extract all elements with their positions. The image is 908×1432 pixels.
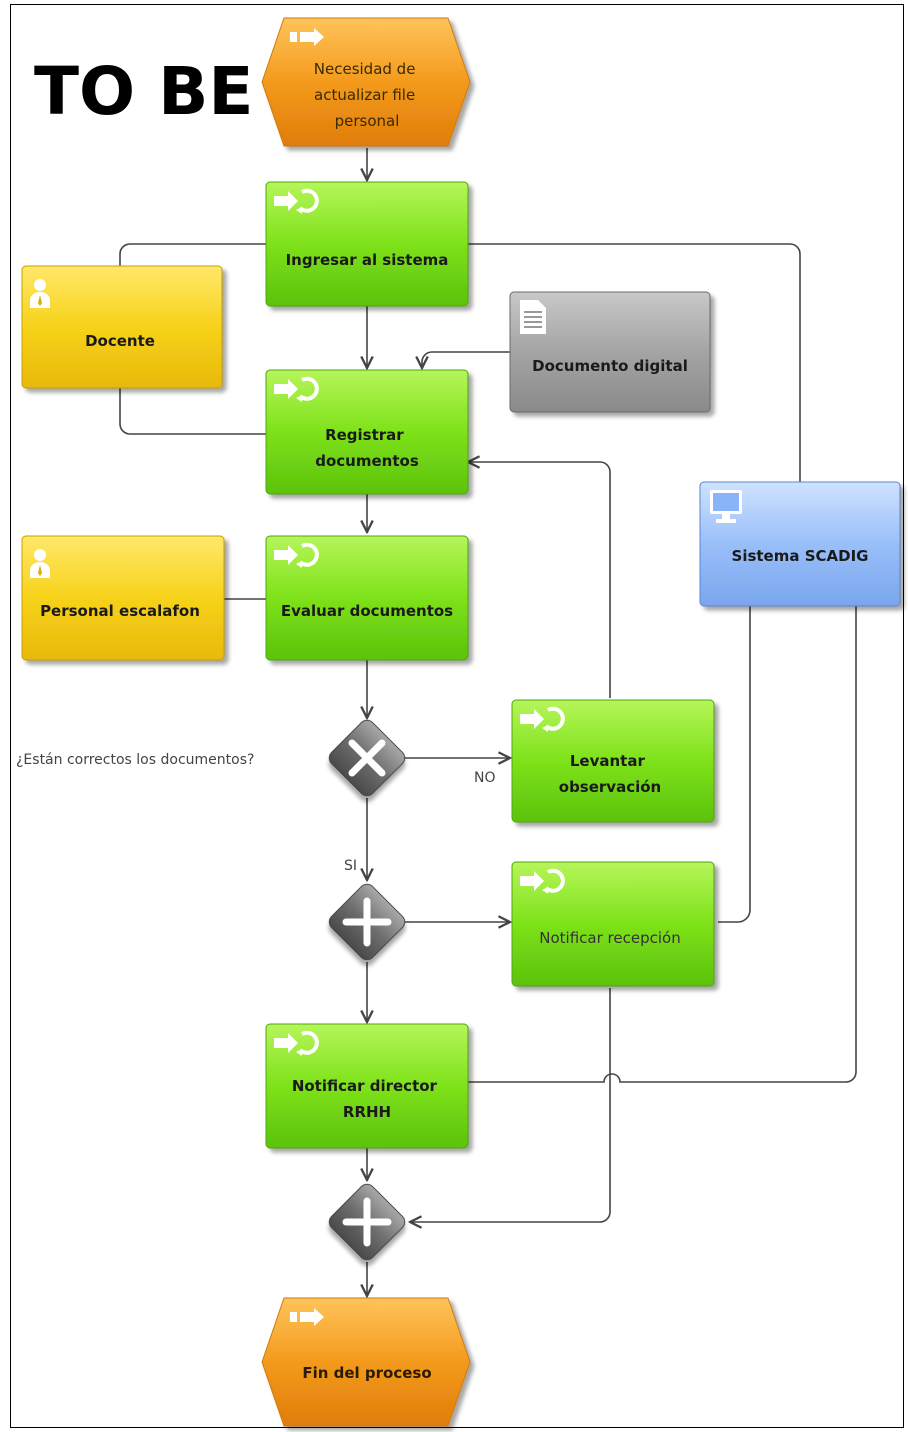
function-evaluar-label: Evaluar documentos	[281, 602, 453, 620]
decision-question: ¿Están correctos los documentos?	[16, 752, 254, 768]
function-evaluar[interactable]: Evaluar documentos	[265, 535, 469, 661]
function-ingresar-label: Ingresar al sistema	[286, 251, 449, 269]
link-docente-ingresar	[119, 243, 266, 266]
flow-levantar-to-registrar	[468, 462, 611, 698]
function-registrar-label: Registrar documentos	[315, 426, 419, 470]
document-digital[interactable]: Documento digital	[509, 291, 711, 413]
link-system-director	[468, 606, 857, 1083]
function-notificar-recepcion-label: Notificar recepción	[539, 929, 680, 947]
role-personal[interactable]: Personal escalafon	[21, 535, 225, 661]
role-docente[interactable]: Docente	[21, 265, 223, 389]
start-event-label: Necesidad de actualizar file personal	[314, 60, 420, 130]
function-registrar[interactable]: Registrar documentos	[265, 369, 469, 495]
function-levantar[interactable]: Levantar observación	[511, 699, 715, 823]
function-ingresar[interactable]: Ingresar al sistema	[265, 181, 469, 307]
end-event-label: Fin del proceso	[302, 1364, 431, 1382]
system-scadig[interactable]: Sistema SCADIG	[699, 481, 901, 607]
and-gateway-2[interactable]	[326, 1181, 408, 1263]
role-personal-label: Personal escalafon	[40, 602, 200, 620]
link-document-to-registrar	[422, 351, 510, 368]
function-notificar-director[interactable]: Notificar director RRHH	[265, 1023, 469, 1149]
diagram-title: TO BE	[34, 53, 254, 130]
branch-label-no: NO	[474, 770, 496, 786]
connectors	[119, 148, 857, 1296]
document-icon	[519, 299, 547, 335]
end-event[interactable]	[261, 1297, 471, 1427]
and-gateway-icon	[342, 1197, 392, 1247]
system-scadig-label: Sistema SCADIG	[732, 547, 869, 565]
function-levantar-label: Levantar observación	[559, 752, 661, 796]
diagram-frame	[10, 4, 904, 1428]
xor-gateway[interactable]	[326, 717, 408, 799]
start-event[interactable]	[261, 17, 471, 147]
function-notificar-recepcion[interactable]: Notificar recepción	[511, 861, 715, 987]
link-system-recepcion	[718, 606, 751, 923]
and-gateway-1[interactable]	[326, 881, 408, 963]
role-docente-label: Docente	[85, 332, 155, 350]
document-digital-label: Documento digital	[532, 357, 688, 375]
xor-gateway-icon	[348, 739, 386, 777]
function-notificar-director-label: Notificar director RRHH	[292, 1077, 442, 1121]
flow-recepcion-to-and2	[410, 988, 611, 1222]
link-system-ingresar	[468, 243, 801, 482]
link-docente-registrar	[119, 388, 266, 435]
branch-label-yes: SI	[344, 858, 357, 874]
and-gateway-icon	[342, 897, 392, 947]
